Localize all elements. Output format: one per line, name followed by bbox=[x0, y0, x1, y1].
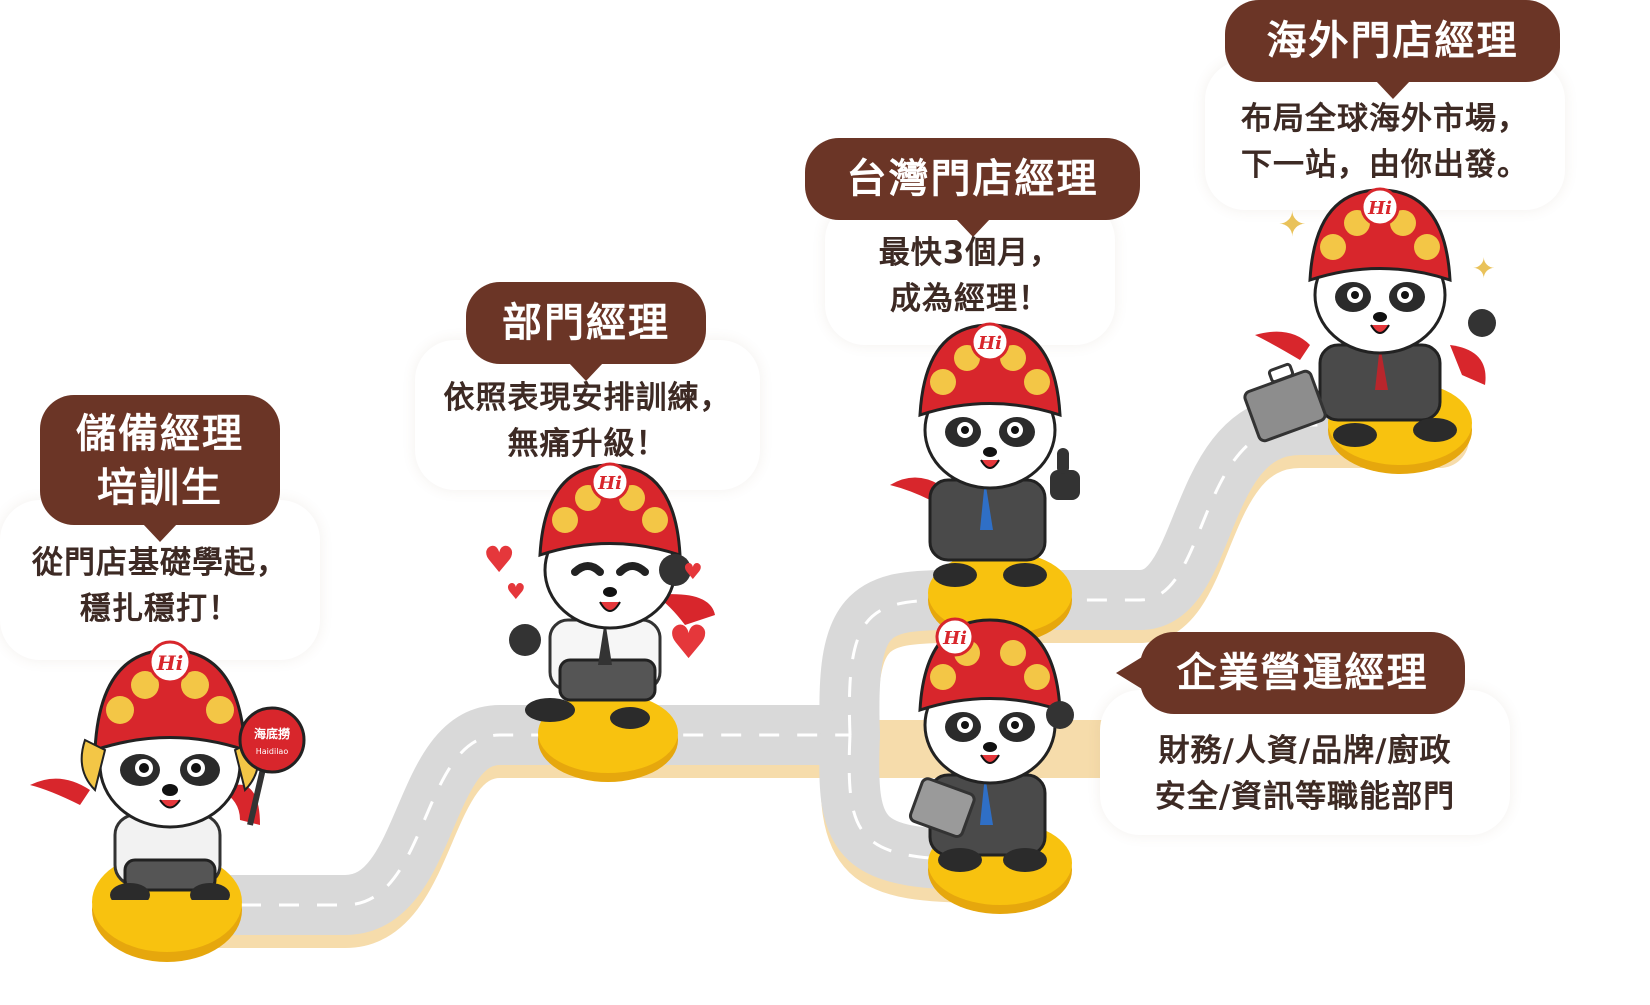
stage-4-description: 布局全球海外市場， 下一站，由你出發。 bbox=[1241, 101, 1529, 183]
stage-3-title: 台灣門店經理 bbox=[805, 138, 1140, 237]
svg-text:Hi: Hi bbox=[942, 628, 967, 649]
thumbs-up-icon bbox=[1050, 448, 1080, 500]
stage-2-title: 部門經理 bbox=[466, 282, 706, 381]
panda-mascot-store-manager: Hi bbox=[890, 322, 1080, 587]
stage-3-description: 最快3個月， 成為經理！ bbox=[878, 235, 1062, 317]
stage-2-description: 依照表現安排訓練， 無痛升級！ bbox=[443, 380, 732, 462]
tablet-icon bbox=[908, 777, 976, 838]
heart-icon: ♥ bbox=[483, 540, 516, 581]
heart-icon: ♥ bbox=[506, 580, 526, 605]
panda-mascot-trainee: Hi 海底撈 Haidilao bbox=[30, 640, 306, 900]
svg-text:Hi: Hi bbox=[156, 651, 184, 675]
panda-mascot-overseas-manager: Hi bbox=[1243, 187, 1496, 447]
stage-5-card bbox=[1100, 690, 1510, 835]
stage-1-title: 儲備經理 培訓生 bbox=[40, 395, 280, 542]
heart-icon: ♥ bbox=[683, 560, 703, 585]
svg-text:Hi: Hi bbox=[597, 473, 622, 494]
stage-5-description: 財務/人資/品牌/廚政 安全/資訊等職能部門 bbox=[1154, 733, 1456, 815]
svg-text:Hi: Hi bbox=[977, 333, 1002, 354]
heart-icon: ♥ bbox=[668, 615, 710, 669]
panda-mascot-dept-manager: Hi bbox=[509, 462, 715, 729]
sparkle-icon: ✦ bbox=[1278, 205, 1307, 245]
svg-text:Haidilao: Haidilao bbox=[256, 747, 289, 756]
briefcase-icon bbox=[1243, 362, 1327, 443]
stage-5-title: 企業營運經理 bbox=[1116, 632, 1465, 714]
svg-text:海底撈: 海底撈 bbox=[254, 726, 290, 741]
panda-mascot-operations-manager: Hi bbox=[908, 617, 1074, 872]
brand-sign-icon bbox=[238, 706, 306, 774]
svg-text:Hi: Hi bbox=[1367, 198, 1392, 219]
stage-4-title: 海外門店經理 bbox=[1225, 0, 1560, 99]
hi-helmet-badge bbox=[148, 640, 192, 684]
sparkle-icon: ✦ bbox=[1472, 252, 1496, 285]
stage-1-description: 從門店基礎學起， 穩扎穩打！ bbox=[32, 545, 288, 627]
